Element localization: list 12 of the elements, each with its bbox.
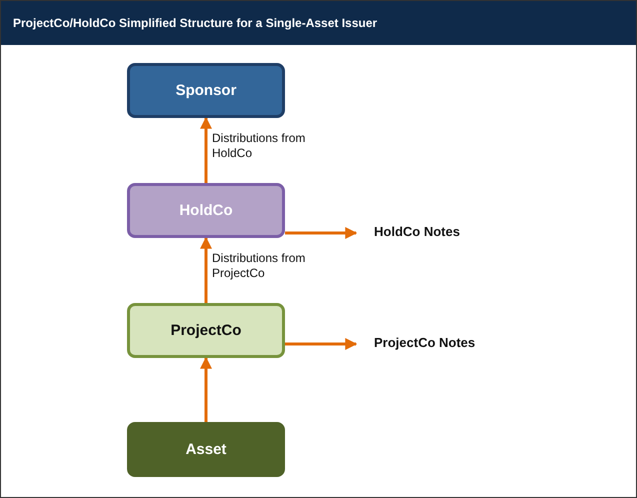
arrow bbox=[200, 116, 212, 183]
note-label: ProjectCo Notes bbox=[374, 335, 476, 350]
arrow bbox=[285, 338, 358, 350]
arrow bbox=[200, 356, 212, 422]
arrow bbox=[200, 236, 212, 303]
note-label: HoldCo Notes bbox=[374, 224, 460, 239]
entity-box: Sponsor bbox=[127, 63, 285, 118]
entity-box: Asset bbox=[127, 422, 285, 477]
title-bar: ProjectCo/HoldCo Simplified Structure for a Single-Asset Issuer bbox=[1, 1, 636, 45]
entity-box: ProjectCo bbox=[127, 303, 285, 358]
arrow bbox=[285, 227, 358, 239]
entity-box: HoldCo bbox=[127, 183, 285, 238]
